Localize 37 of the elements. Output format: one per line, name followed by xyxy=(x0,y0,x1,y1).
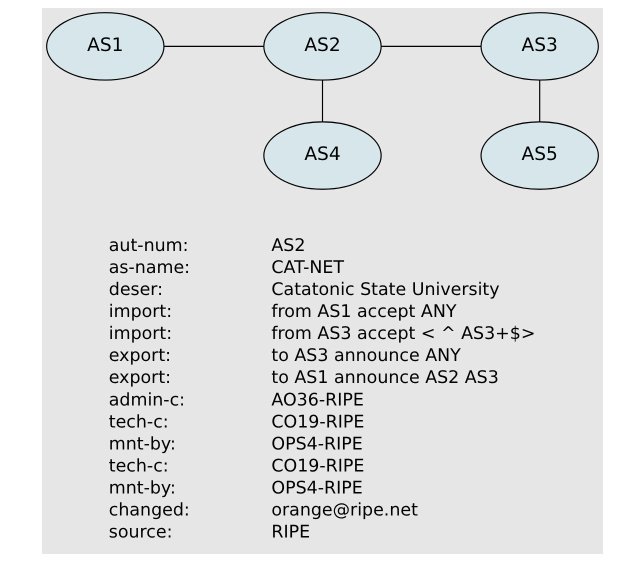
label: to AS1 announce AS2 AS3 xyxy=(270,368,498,388)
node-ellipse: AS4 xyxy=(262,121,382,190)
label: AO36-RIPE xyxy=(270,390,364,410)
label: mnt-by: xyxy=(108,478,176,499)
node-ellipse: AS1 xyxy=(46,12,164,81)
label: OPS4-RIPE xyxy=(270,478,362,499)
label: OPS4-RIPE xyxy=(270,434,362,454)
label: deser: xyxy=(108,280,163,300)
label: export: xyxy=(108,346,171,366)
connector xyxy=(538,80,540,122)
label: admin-c: xyxy=(108,390,185,410)
label: import: xyxy=(108,324,172,344)
connector xyxy=(321,80,323,122)
connector xyxy=(164,46,264,47)
label: from AS3 accept < ^ AS3+$> xyxy=(270,324,535,344)
label: tech-c: xyxy=(108,412,168,432)
label: orange@ripe.net xyxy=(270,500,418,521)
node-ellipse: AS5 xyxy=(480,121,598,190)
label: tech-c: xyxy=(108,456,168,476)
label: Catatonic State University xyxy=(270,280,500,300)
label: from AS1 accept ANY xyxy=(270,302,456,322)
connector xyxy=(380,46,480,47)
label: to AS3 announce ANY xyxy=(270,346,460,366)
label: AS2 xyxy=(270,236,305,256)
label: as-name: xyxy=(108,258,190,278)
label: CO19-RIPE xyxy=(270,456,364,476)
label: mnt-by: xyxy=(108,434,176,454)
label: aut-num: xyxy=(108,236,188,256)
node-ellipse: AS2 xyxy=(262,12,382,81)
label: export: xyxy=(108,368,171,388)
label: source: xyxy=(108,522,172,543)
label: CO19-RIPE xyxy=(270,412,364,432)
label: import: xyxy=(108,302,172,322)
label: CAT-NET xyxy=(270,258,344,278)
node-ellipse: AS3 xyxy=(480,12,598,81)
label: changed: xyxy=(108,500,190,521)
label: RIPE xyxy=(270,522,310,543)
